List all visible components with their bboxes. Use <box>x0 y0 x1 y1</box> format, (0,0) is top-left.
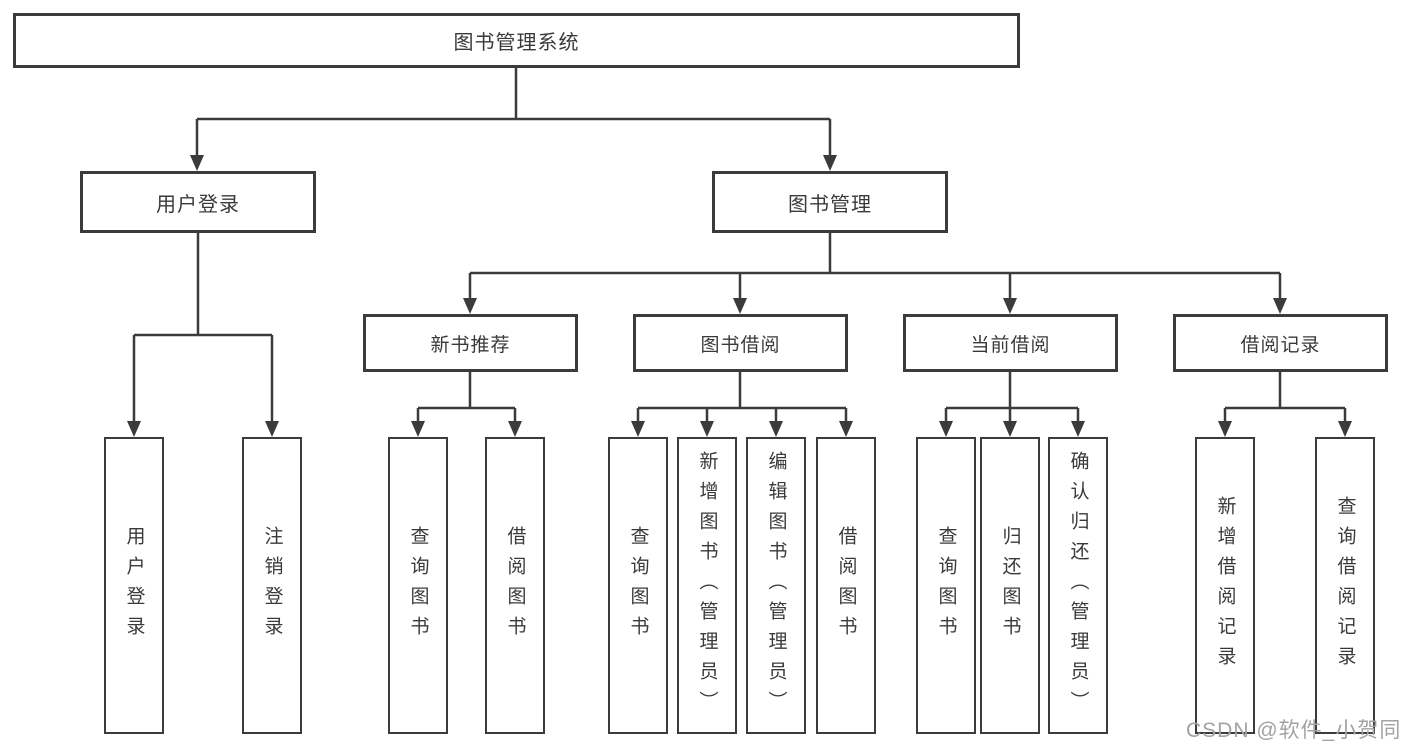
leaf-recommend-query-book: 查询图书 <box>388 437 448 734</box>
leaf-query-borrow-record: 查询借阅记录 <box>1315 437 1375 734</box>
leaf-current-query-book: 查询图书 <box>916 437 976 734</box>
node-borrow-records: 借阅记录 <box>1173 314 1388 372</box>
leaf-add-book-admin: 新增图书（管理员） <box>677 437 737 734</box>
leaf-user-login: 用户登录 <box>104 437 164 734</box>
leaf-logout: 注销登录 <box>242 437 302 734</box>
node-user-login: 用户登录 <box>80 171 316 233</box>
leaf-return-book: 归还图书 <box>980 437 1040 734</box>
node-current-borrow: 当前借阅 <box>903 314 1118 372</box>
node-book-borrow: 图书借阅 <box>633 314 848 372</box>
node-book-management: 图书管理 <box>712 171 948 233</box>
leaf-recommend-borrow-book: 借阅图书 <box>485 437 545 734</box>
leaf-edit-book-admin: 编辑图书（管理员） <box>746 437 806 734</box>
arrowhead-icons <box>127 155 1352 437</box>
leaf-confirm-return-admin: 确认归还（管理员） <box>1048 437 1108 734</box>
node-new-book-recommend: 新书推荐 <box>363 314 578 372</box>
leaf-add-borrow-record: 新增借阅记录 <box>1195 437 1255 734</box>
csdn-watermark: CSDN @软件_小贺同学 <box>1186 719 1402 742</box>
leaf-borrow-query-book: 查询图书 <box>608 437 668 734</box>
leaf-borrow-book: 借阅图书 <box>816 437 876 734</box>
node-root-system: 图书管理系统 <box>13 13 1020 68</box>
